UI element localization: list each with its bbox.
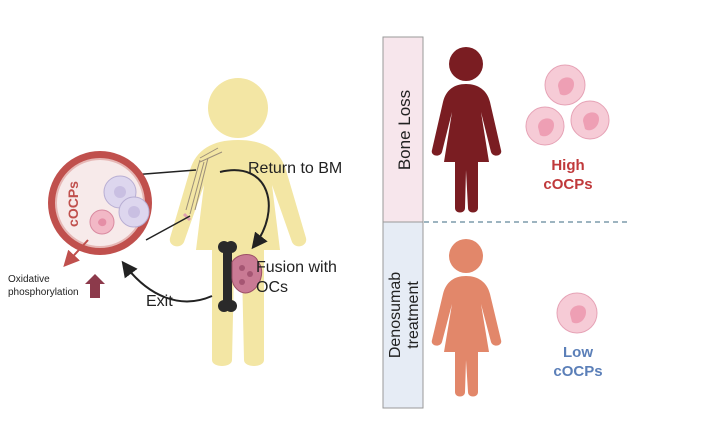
fusion-label-line2: OCs bbox=[256, 279, 288, 296]
low-label-line1: Low bbox=[563, 344, 593, 361]
exit-label: Exit bbox=[146, 293, 173, 310]
cell-icon bbox=[525, 106, 565, 146]
cell-icon bbox=[544, 64, 586, 106]
cell-icon bbox=[556, 292, 598, 334]
blood-vessel-icon bbox=[48, 151, 152, 255]
bottom-panel-label-line1: Denosumab bbox=[387, 272, 404, 358]
return-label: Return to BM bbox=[248, 160, 342, 177]
vessel-label: cOCPs bbox=[65, 181, 81, 227]
bone-loss-woman-icon bbox=[431, 47, 502, 213]
osteoclast-icon bbox=[231, 254, 263, 294]
high-label-line1: High bbox=[551, 157, 584, 174]
exit-arrow bbox=[121, 260, 213, 303]
bone-icon bbox=[218, 241, 237, 312]
bottom-panel-label-line2: treatment bbox=[405, 281, 422, 349]
top-panel-label: Bone Loss bbox=[395, 90, 414, 170]
fusion-label-line1: Fusion with bbox=[256, 259, 337, 276]
oxphos-label-line1: Oxidative bbox=[8, 274, 50, 285]
oxphos-label-line2: phosphorylation bbox=[8, 287, 79, 298]
cell-icon bbox=[570, 100, 610, 140]
woman-silhouette-icon bbox=[169, 78, 307, 366]
low-label-line2: cOCPs bbox=[553, 363, 602, 380]
oxphos-arrow bbox=[63, 239, 89, 267]
vessel-lines bbox=[185, 147, 223, 215]
high-label-line2: cOCPs bbox=[543, 176, 592, 193]
bottom-panel-label-box bbox=[382, 221, 424, 409]
treatment-woman-icon bbox=[431, 239, 502, 397]
return-arrow bbox=[219, 169, 270, 250]
arrow-up-icon bbox=[85, 274, 105, 298]
